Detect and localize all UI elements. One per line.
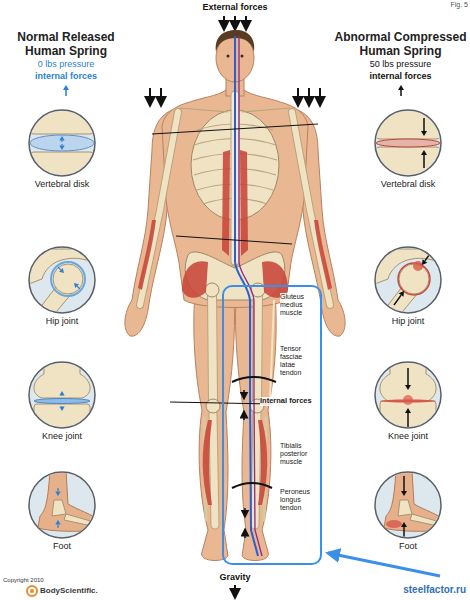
joint-inset-circle: Vertebral disk [368,108,448,190]
joint-illustration [368,108,448,178]
panel-title: Normal Released Human Spring [4,30,128,58]
joint-illustration [22,470,102,540]
anatomy-label: Tensor fasciae latae tendon [280,345,318,377]
logo-text: BodyScientific. [40,586,140,596]
joint-illustration [22,245,102,315]
joint-caption: Knee joint [368,431,448,442]
joint-inset-circle: Foot [368,470,448,552]
force-label: External forces [175,2,295,13]
joint-illustration [368,470,448,540]
pressure-value: 0 lbs pressure [4,59,128,70]
joint-inset-circle: Knee joint [22,360,102,442]
force-label: Gravity [195,572,275,583]
panel-title: Abnormal Compressed Human Spring [333,30,468,58]
pressure-arrow [398,85,404,96]
pressure-label: internal forces [4,71,128,82]
joint-caption: Hip joint [368,316,448,327]
joint-caption: Knee joint [22,431,102,442]
copyright-note: Copyright 2010 [3,577,93,584]
joint-inset-circle: Knee joint [368,360,448,442]
joint-caption: Hip joint [22,316,102,327]
joint-illustration [368,360,448,430]
figure-number: Fig. 5 [428,1,468,9]
joint-caption: Vertebral disk [22,179,102,190]
force-region-box: Gluteus medius muscleTensor fasciae lata… [222,285,322,565]
joint-caption: Foot [22,541,102,552]
joint-inset-circle: Foot [22,470,102,552]
joint-illustration [22,360,102,430]
anatomy-label: Gluteus medius muscle [280,293,318,317]
joint-inset-circle: Hip joint [22,245,102,327]
joint-inset-circle: Vertebral disk [22,108,102,190]
joint-illustration [368,245,448,315]
joint-illustration [22,108,102,178]
force-label: Internal forces [260,397,318,406]
joint-caption: Vertebral disk [368,179,448,190]
pressure-label: internal forces [333,71,468,82]
anatomy-label: Peroneus longus tendon [280,488,318,512]
joint-inset-circle: Hip joint [368,245,448,327]
pressure-value: 50 lbs pressure [333,59,468,70]
pressure-arrow [63,85,69,96]
watermark: steelfactor.ru [370,584,466,596]
joint-caption: Foot [368,541,448,552]
anatomy-label: Tibialis posterior muscle [280,442,318,466]
